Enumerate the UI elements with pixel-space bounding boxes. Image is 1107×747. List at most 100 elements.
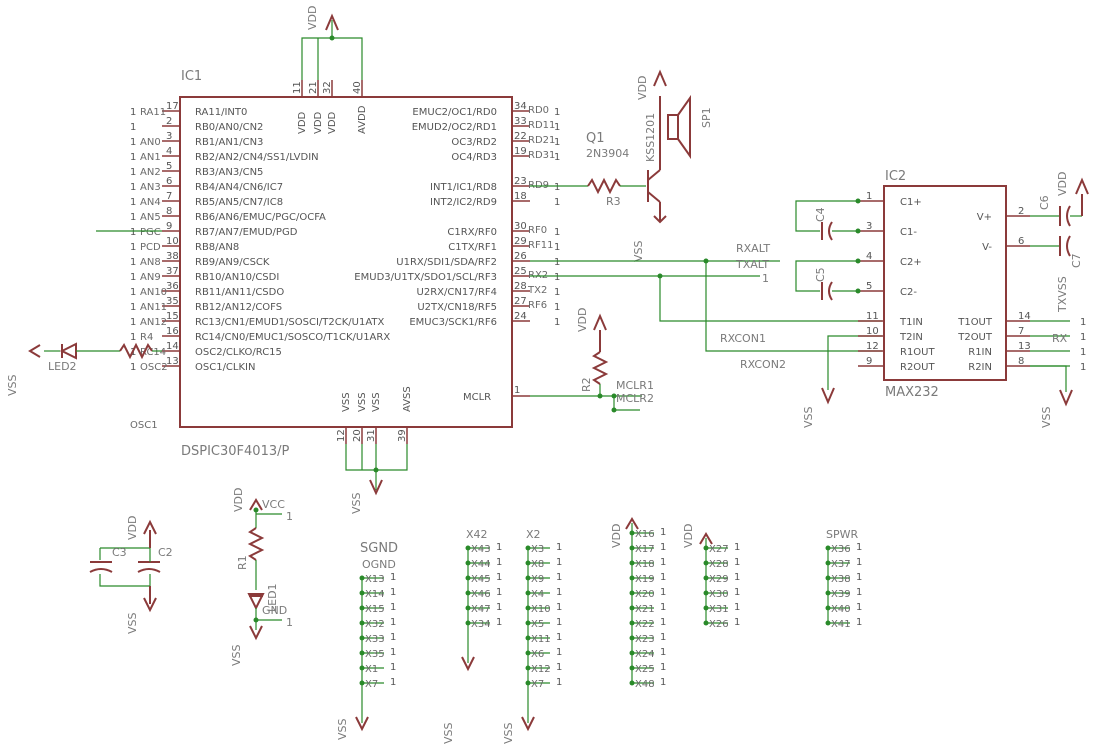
ic1-pin-name: RB9/AN9/CSCK xyxy=(195,257,270,268)
ic1-pin-name: VDD xyxy=(327,111,338,134)
c5-name: C5 xyxy=(814,267,827,282)
header-pin-num: 1 xyxy=(856,602,862,613)
ic1-pin-name: EMUD3/U1TX/SDO1/SCL/RF3 xyxy=(354,272,497,283)
ic1-pin-num: 5 xyxy=(166,161,172,172)
r2-vdd: VDD xyxy=(576,308,589,332)
ic1-pin-name: INT2/IC2/RD9 xyxy=(430,197,497,208)
ic2-pin-name: C2- xyxy=(900,287,917,298)
ic2-max232[interactable]: IC2 MAX232 C1+1C1-3C2+4C2-5T1IN11T2IN10R… xyxy=(858,169,1086,400)
header-pin-num: 1 xyxy=(390,647,396,658)
txalt-pin: 1 xyxy=(762,272,769,285)
ic1-pin-num: 15 xyxy=(166,311,179,322)
header-pin-num: 1 xyxy=(496,572,502,583)
ic1-pin-num: 19 xyxy=(514,146,527,157)
ic2-pin-num: 3 xyxy=(866,221,872,232)
header-pin-label: X22 xyxy=(635,619,655,630)
ic1-value: DSPIC30F4013/P xyxy=(181,444,289,459)
header-pin-num: 1 xyxy=(660,572,666,583)
header-pin-num: 1 xyxy=(496,542,502,553)
r3-name: R3 xyxy=(606,195,621,208)
header-pin-label: X21 xyxy=(635,604,655,615)
header-pin-num: 1 xyxy=(734,572,740,583)
ic2-pin-name: R2OUT xyxy=(900,362,936,373)
ic2-pin-name: T2IN xyxy=(899,332,923,343)
ic1-pin-name: OSC1/CLKIN xyxy=(195,362,255,373)
ic1-net-pin: 1 xyxy=(130,122,136,133)
header-pin-num: 1 xyxy=(856,557,862,568)
ic1-pin-num: 39 xyxy=(397,429,408,442)
header-pin-label: X7 xyxy=(365,679,378,690)
ic2-pin-num: 5 xyxy=(866,281,872,292)
sp-vdd: VDD xyxy=(636,76,649,100)
rxalt-label: RXALT xyxy=(736,242,770,255)
ic1-net-pin: 1 xyxy=(130,362,136,373)
header-pin-label: X28 xyxy=(709,559,729,570)
c4-c5-caps: C4 C5 xyxy=(795,198,861,301)
ic1-net-pin: 1 xyxy=(130,227,136,238)
header-pin-label: X1 xyxy=(365,664,378,675)
ic2-pin-name: V+ xyxy=(977,212,992,223)
ic1-pin-name: RB10/AN10/CSDI xyxy=(195,272,279,283)
ic1-net-pin: 1 xyxy=(554,152,560,163)
ic1-pin-num: 21 xyxy=(308,81,319,94)
header-pin-num: 1 xyxy=(390,662,396,673)
ic1-pin-name: VSS xyxy=(341,392,352,412)
header-pin-label: X44 xyxy=(471,559,491,570)
r1-led1[interactable]: VDD R1 LED1 VCC 1 GND 1 VSS xyxy=(230,488,293,666)
rxcon2-label: RXCON2 xyxy=(740,358,786,371)
led2-r4[interactable]: LED2 VSS xyxy=(6,342,162,396)
led2-name: LED2 xyxy=(48,360,77,373)
ic1-pin-num: 23 xyxy=(514,176,527,187)
ic1-name: IC1 xyxy=(181,69,202,84)
ic1-net-pin: 1 xyxy=(130,137,136,148)
c2-c3-caps[interactable]: C3 C2 VDD VSS xyxy=(89,516,173,634)
header-pin-label: X39 xyxy=(831,589,851,600)
header-pin-num: 1 xyxy=(734,602,740,613)
c3-name: C3 xyxy=(112,546,127,559)
ic1-pin-num: 14 xyxy=(166,341,179,352)
ic1-vss-rail: VSS xyxy=(345,444,408,514)
header-pin-num: 1 xyxy=(556,542,562,553)
ic1-net-pin: 1 xyxy=(554,242,560,253)
ic1-pin-name: VSS xyxy=(371,392,382,412)
ic1-pin-num: 10 xyxy=(166,236,179,247)
ic1-net-pin: 1 xyxy=(130,257,136,268)
ic1-net-label: AN11 xyxy=(140,302,167,313)
ic2-pin-name: V- xyxy=(982,242,992,253)
header-pin-num: 1 xyxy=(556,662,562,673)
sp1-speaker[interactable]: VDD KSS1201 SP1 xyxy=(636,69,713,162)
ic1-net-label: AN12 xyxy=(140,317,167,328)
ic2-pin-num: 14 xyxy=(1018,311,1031,322)
header-pin-label: X38 xyxy=(831,574,851,585)
ic1-pin-name: OC4/RD3 xyxy=(451,152,497,163)
ic1-pin-num: 13 xyxy=(166,356,179,367)
q1-name: Q1 xyxy=(586,131,605,146)
ic1-pin-name: AVSS xyxy=(402,386,413,412)
ic1-pin-num: 17 xyxy=(166,101,179,112)
ic2-pin-name: T1OUT xyxy=(957,317,993,328)
header-pin-num: 1 xyxy=(390,677,396,688)
ic1-pin-name: EMUD2/OC2/RD1 xyxy=(412,122,497,133)
ic1-net-pin: 1 xyxy=(554,122,560,133)
ic1-net-pin: 1 xyxy=(554,197,560,208)
mclr2-label: MCLR2 xyxy=(616,392,654,405)
header-pin-label: X11 xyxy=(531,634,551,645)
ic1-pin-num: 38 xyxy=(166,251,179,262)
header-pin-num: 1 xyxy=(660,647,666,658)
ic1-pin-num: 20 xyxy=(352,429,363,442)
r2-mclr-network[interactable]: VDD R2 MCLR1 MCLR2 xyxy=(530,308,654,413)
header-pin-label: X3 xyxy=(531,544,544,555)
ic1-net-label: RF6 xyxy=(528,300,547,311)
q1-transistor[interactable]: Q1 2N3904 R3 VSS xyxy=(530,131,667,262)
header-pin-label: X33 xyxy=(365,634,385,645)
sgnd-vss: VSS xyxy=(336,718,349,740)
ic1-net-pin: 1 xyxy=(130,287,136,298)
header-pin-label: X6 xyxy=(531,649,544,660)
ic2-vss: VSS xyxy=(802,406,815,428)
header-pin-label: X41 xyxy=(831,619,851,630)
ic1-pin-name: RB11/AN11/CSDO xyxy=(195,287,284,298)
header-pin-num: 1 xyxy=(856,587,862,598)
